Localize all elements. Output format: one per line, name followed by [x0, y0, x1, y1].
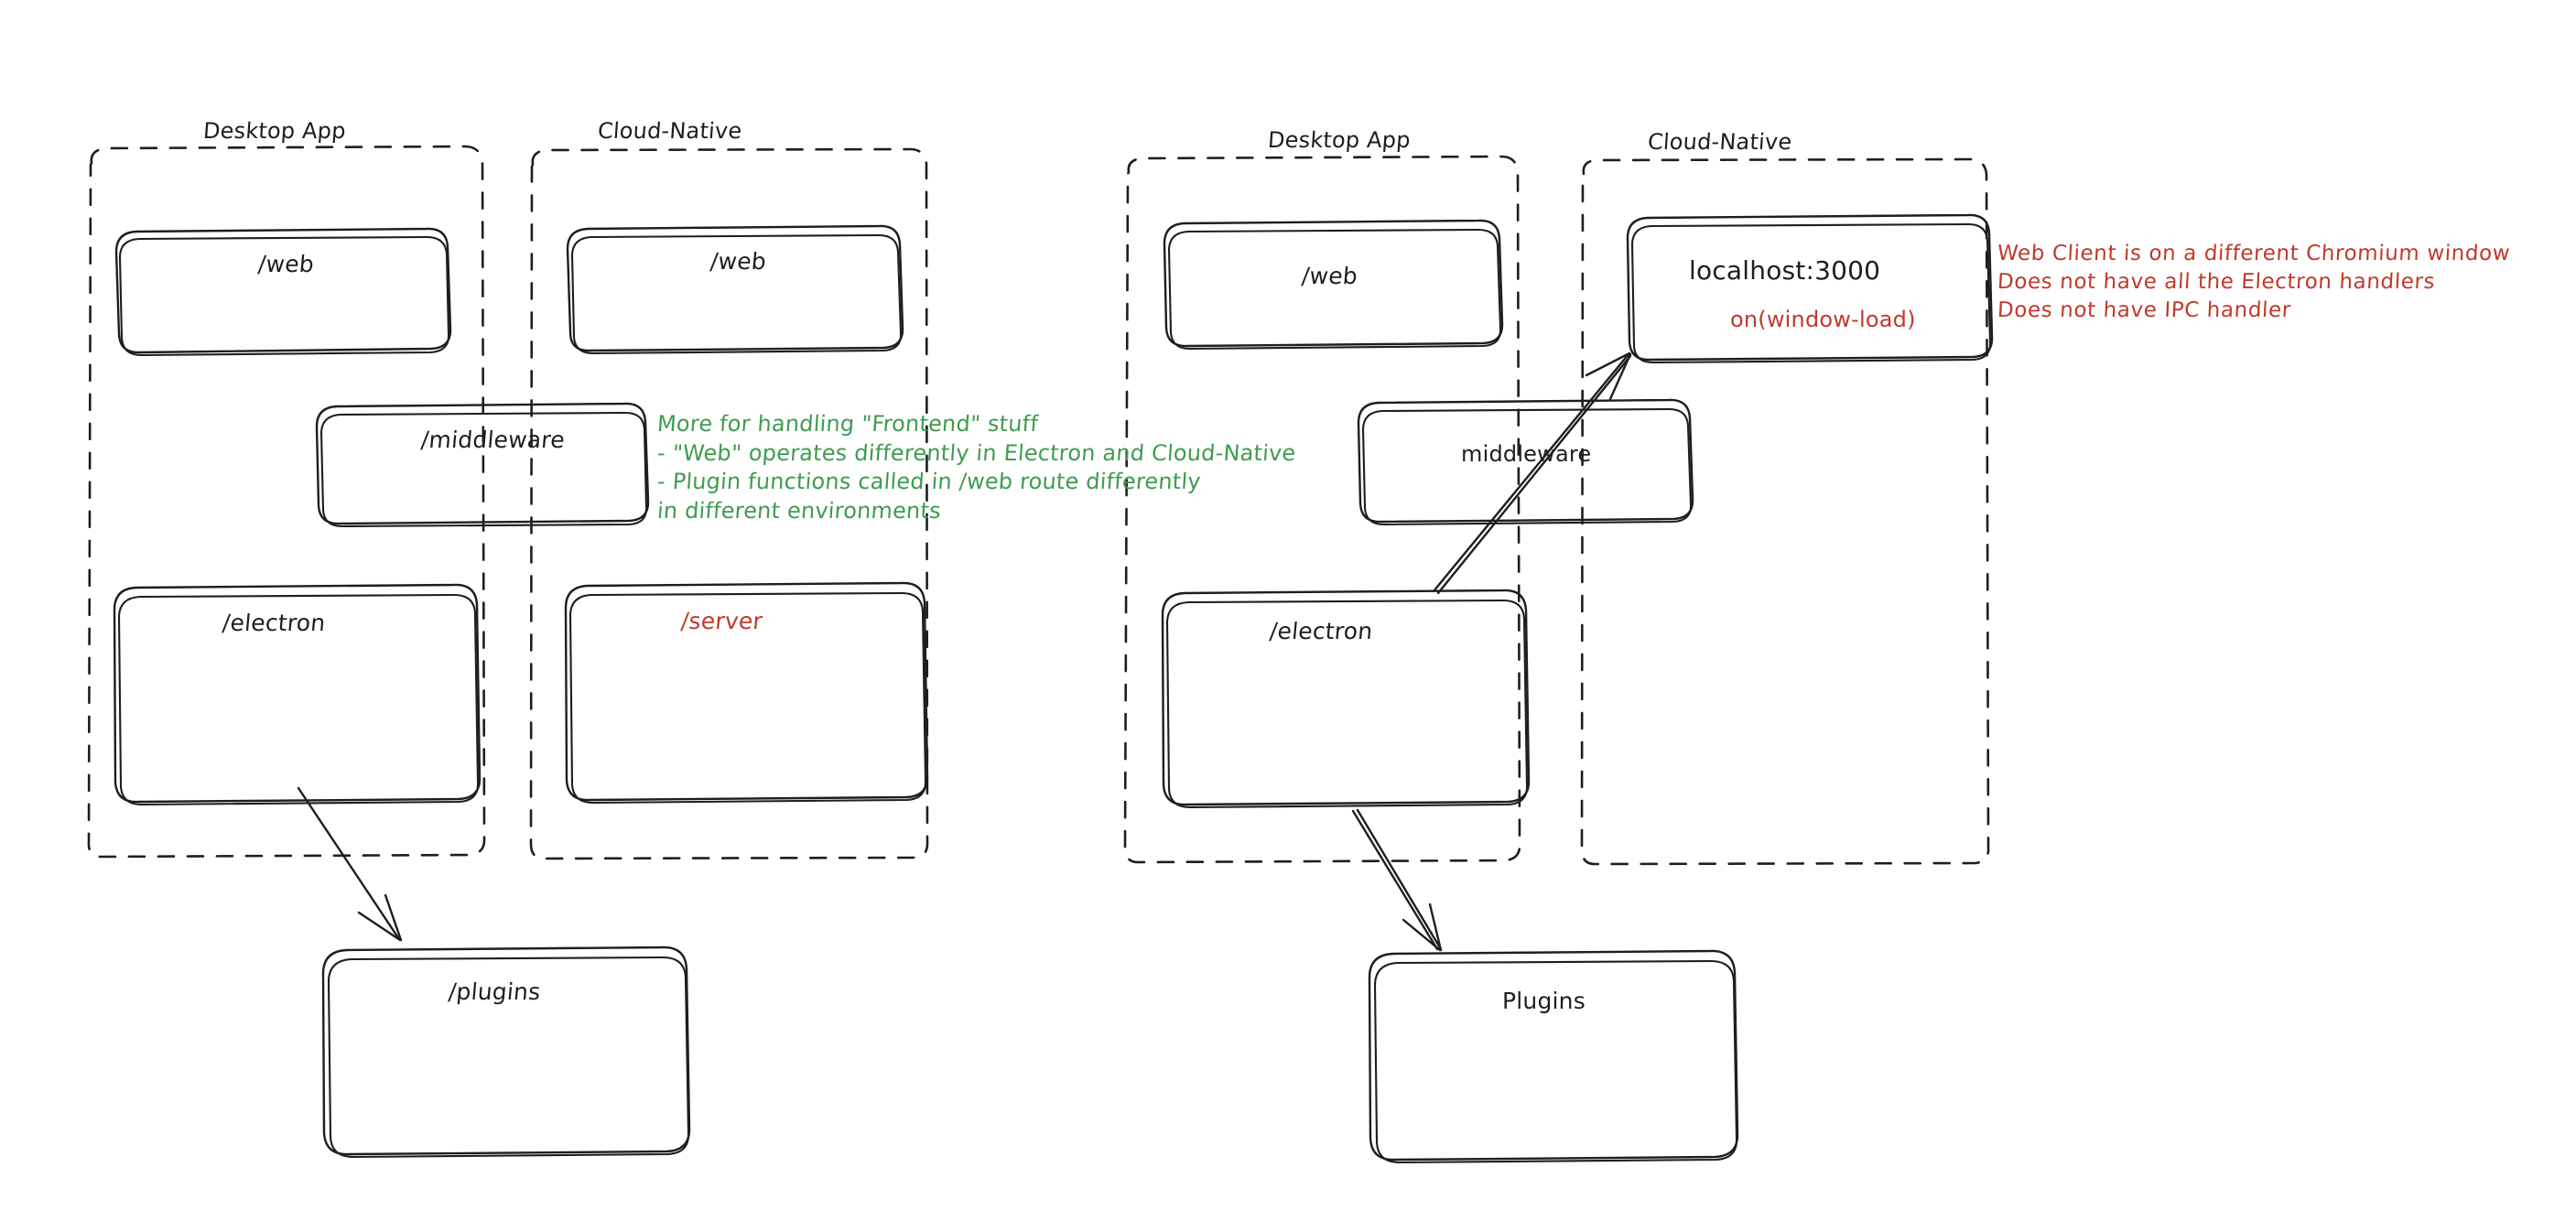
right-localhost-box-outline-2 — [1630, 222, 1992, 364]
left-arrow-electron-to-plugins-head-2 — [384, 893, 403, 942]
right-red-note-line-1: Web Client is on a different Chromium wi… — [1997, 242, 2511, 265]
left-server-box-outline-2 — [568, 591, 927, 805]
right-red-note: Web Client is on a different Chromium wi… — [1997, 240, 2511, 325]
right-arrow-electron-to-plugins-shaft — [1351, 809, 1439, 951]
left-middleware-box-outline-2 — [319, 411, 648, 528]
right-electron-box-outline-2 — [1165, 599, 1529, 809]
left-middleware-label: /middleware — [419, 427, 567, 453]
right-web-label: /web — [1300, 263, 1359, 289]
right-electron-label: /electron — [1268, 618, 1374, 644]
left-web-cloud-box-outline-2 — [570, 233, 903, 355]
right-cloud-group-outline — [1580, 157, 1990, 866]
left-green-note: More for handling "Frontend" stuff - "We… — [656, 410, 1297, 526]
left-electron-label: /electron — [221, 610, 327, 636]
right-middleware-box-outline-2 — [1361, 407, 1693, 526]
right-desktop-app-group-title: Desktop App — [1267, 127, 1412, 153]
left-web-desktop-box-outline — [114, 227, 452, 354]
right-red-note-line-3: Does not have IPC handler — [1997, 298, 2292, 323]
right-localhost-sublabel: on(window-load) — [1730, 307, 1916, 332]
right-arrow-electron-to-localhost-shaft-2 — [1436, 354, 1632, 595]
right-arrow-electron-to-localhost-shaft — [1432, 352, 1630, 593]
left-arrow-electron-to-plugins-head-1 — [357, 911, 402, 942]
right-arrow-electron-to-plugins-head-1 — [1402, 918, 1442, 952]
right-middleware-label: middleware — [1461, 441, 1592, 467]
left-plugins-label: /plugins — [447, 978, 542, 1005]
left-green-note-line-3: - Plugin functions called in /web route … — [656, 469, 1202, 495]
right-arrow-electron-to-localhost-head-1 — [1585, 351, 1631, 377]
left-green-note-line-2: - "Web" operates differently in Electron… — [656, 439, 1297, 466]
left-cloud-group-outline — [529, 147, 929, 860]
left-desktop-app-group-title: Desktop App — [202, 118, 347, 144]
left-web-desktop-box-outline-2 — [118, 235, 450, 357]
left-plugins-box-outline-2 — [327, 956, 690, 1159]
right-localhost-label: localhost:3000 — [1689, 255, 1881, 286]
left-green-note-line-4: in different environments — [656, 498, 942, 524]
left-web-cloud-label: /web — [709, 248, 768, 275]
left-web-desktop-label: /web — [256, 251, 316, 277]
left-electron-box-outline-2 — [117, 593, 480, 806]
right-red-note-line-2: Does not have all the Electron handlers — [1997, 270, 2436, 295]
left-cloud-native-group-title: Cloud-Native — [597, 118, 743, 144]
left-web-cloud-box-outline — [566, 224, 904, 352]
right-plugins-label: Plugins — [1502, 988, 1586, 1014]
left-server-label: /server — [679, 608, 764, 634]
right-cloud-native-group-title: Cloud-Native — [1647, 129, 1793, 155]
right-arrow-electron-to-plugins-shaft-2 — [1356, 808, 1443, 951]
right-localhost-box-outline — [1626, 213, 1994, 362]
right-arrow-electron-to-plugins-head-2 — [1428, 902, 1443, 952]
right-plugins-box-outline-2 — [1373, 959, 1738, 1164]
right-web-box-outline-2 — [1167, 228, 1502, 351]
left-arrow-electron-to-plugins-shaft — [297, 786, 401, 941]
right-plugins-box-outline — [1368, 949, 1739, 1162]
left-desktop-group-outline — [87, 145, 486, 859]
right-arrow-electron-to-localhost-head-2 — [1608, 352, 1632, 401]
right-desktop-group-outline — [1123, 155, 1521, 864]
left-green-note-line-1: More for handling "Frontend" stuff — [656, 411, 1040, 437]
